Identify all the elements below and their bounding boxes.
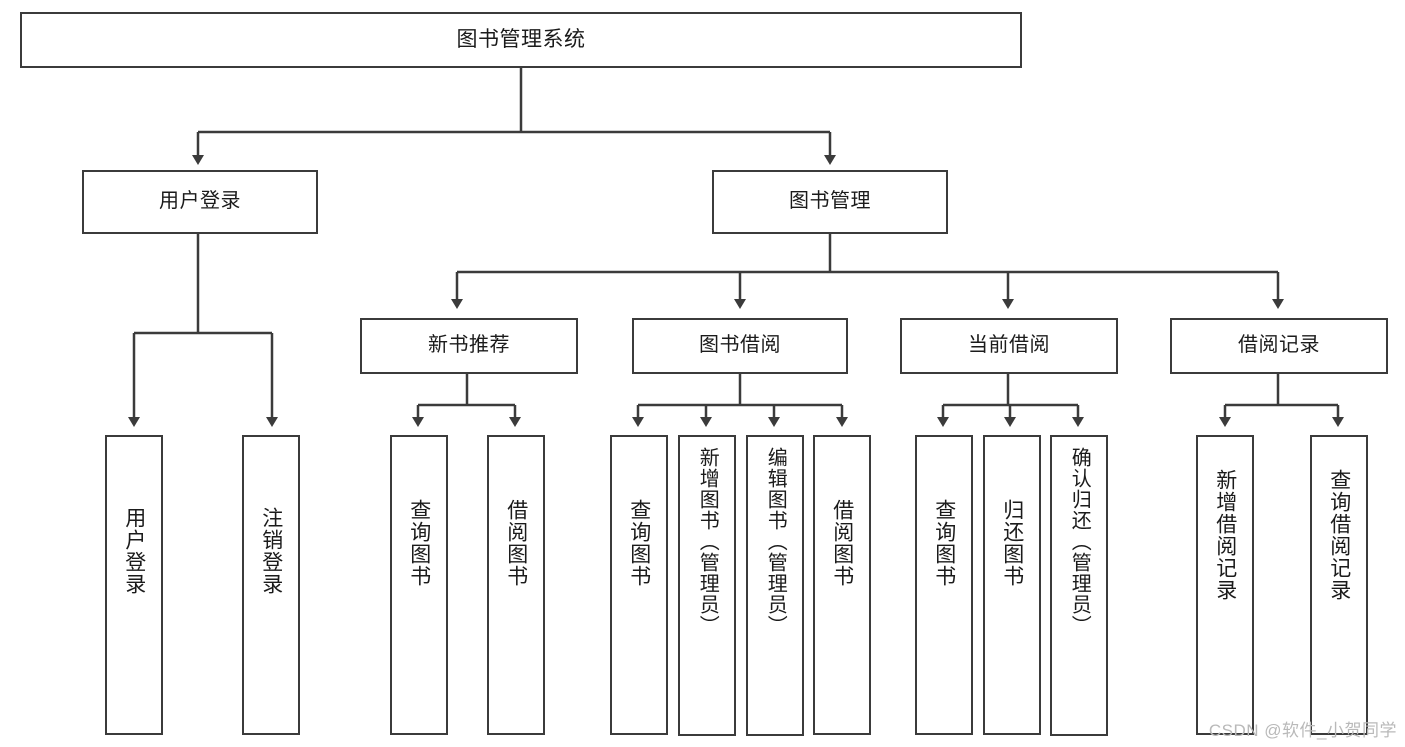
leaf-edit-book-admin[interactable]: 编辑图书（管理员）	[746, 435, 804, 736]
leaf-add-borrow-record-label: 新增借阅记录	[1213, 469, 1237, 601]
leaf-query-book-borrow-label: 查询图书	[627, 499, 651, 587]
leaf-query-book-borrow[interactable]: 查询图书	[610, 435, 668, 735]
leaf-confirm-return-admin[interactable]: 确认归还（管理员）	[1050, 435, 1108, 736]
leaf-logout-login[interactable]: 注销登录	[242, 435, 300, 735]
node-current-borrow[interactable]: 当前借阅	[900, 318, 1118, 374]
leaf-logout-login-label: 注销登录	[259, 507, 283, 595]
node-borrow-record[interactable]: 借阅记录	[1170, 318, 1388, 374]
node-current-borrow-label: 当前借阅	[968, 334, 1050, 357]
node-root-label: 图书管理系统	[456, 27, 586, 51]
node-new-book-recommend-label: 新书推荐	[428, 334, 510, 357]
node-user-login-label: 用户登录	[159, 190, 241, 213]
leaf-return-book[interactable]: 归还图书	[983, 435, 1041, 735]
node-user-login[interactable]: 用户登录	[82, 170, 318, 234]
leaf-query-book-recommend-label: 查询图书	[407, 499, 431, 587]
leaf-add-borrow-record[interactable]: 新增借阅记录	[1196, 435, 1254, 735]
leaf-borrow-book-label: 借阅图书	[830, 499, 854, 587]
leaf-return-book-label: 归还图书	[1000, 499, 1024, 587]
leaf-borrow-book-recommend-label: 借阅图书	[504, 499, 528, 587]
node-book-management-label: 图书管理	[789, 190, 871, 213]
leaf-add-book-admin-label: 新增图书（管理员）	[696, 447, 719, 636]
leaf-borrow-book[interactable]: 借阅图书	[813, 435, 871, 735]
node-book-borrow-label: 图书借阅	[699, 334, 781, 357]
leaf-add-book-admin[interactable]: 新增图书（管理员）	[678, 435, 736, 736]
node-book-management[interactable]: 图书管理	[712, 170, 948, 234]
node-book-borrow[interactable]: 图书借阅	[632, 318, 848, 374]
leaf-query-borrow-record[interactable]: 查询借阅记录	[1310, 435, 1368, 735]
leaf-query-book-current-label: 查询图书	[932, 499, 956, 587]
leaf-borrow-book-recommend[interactable]: 借阅图书	[487, 435, 545, 735]
leaf-query-book-current[interactable]: 查询图书	[915, 435, 973, 735]
node-root[interactable]: 图书管理系统	[20, 12, 1022, 68]
leaf-query-borrow-record-label: 查询借阅记录	[1327, 469, 1351, 601]
leaf-user-login-label: 用户登录	[122, 507, 146, 595]
node-borrow-record-label: 借阅记录	[1238, 334, 1320, 357]
leaf-user-login[interactable]: 用户登录	[105, 435, 163, 735]
leaf-confirm-return-admin-label: 确认归还（管理员）	[1068, 447, 1091, 636]
leaf-edit-book-admin-label: 编辑图书（管理员）	[764, 447, 787, 636]
node-new-book-recommend[interactable]: 新书推荐	[360, 318, 578, 374]
leaf-query-book-recommend[interactable]: 查询图书	[390, 435, 448, 735]
watermark: CSDN @软件_小贺同学	[1208, 721, 1397, 740]
